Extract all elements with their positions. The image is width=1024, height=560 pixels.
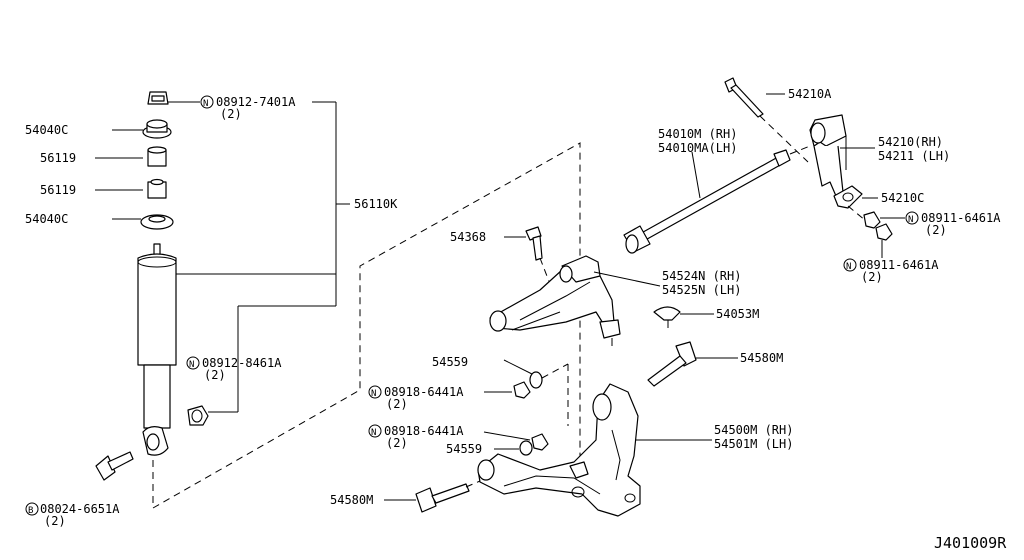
label-08024-6651A: 08024-6651A [40, 502, 120, 516]
diagram-id: J401009R [934, 534, 1007, 552]
svg-text:N: N [846, 262, 851, 272]
label-08918-6441A-bottom-qty: (2) [386, 436, 408, 450]
label-08912-7401A: 08912-7401A [216, 95, 296, 109]
svg-text:N: N [371, 428, 376, 438]
label-54524N: 54524N (RH) [662, 269, 741, 283]
bushing-56119-top [147, 146, 167, 167]
label-08918-6441A-top-qty: (2) [386, 397, 408, 411]
washer-54559-bottom [494, 440, 533, 456]
label-56110K: 56110K [354, 197, 398, 211]
bumper-54053M [653, 306, 714, 328]
nut-08912-7401A [147, 91, 169, 105]
label-08918-6441A-top: 08918-6441A [384, 385, 464, 399]
nut-08911-6461A-b [875, 223, 893, 258]
marker-b-08024-6651A: B [25, 502, 39, 516]
label-08911-6461A-a-qty: (2) [925, 223, 947, 237]
marker-n-08918-6441A-top: N [368, 385, 382, 399]
marker-n-08918-6441A-bottom: N [368, 424, 382, 438]
label-08912-7401A-qty: (2) [220, 107, 242, 121]
bolt-54580M-top [647, 341, 738, 387]
label-54210C: 54210C [881, 191, 924, 205]
bracket-54210 [809, 114, 875, 197]
label-54040C-top: 54040C [25, 123, 68, 137]
marker-n-08912-8461A: N [186, 356, 200, 370]
label-54580M-top: 54580M [740, 351, 783, 365]
label-54580M-bottom: 54580M [330, 493, 373, 507]
bolt-54210A [724, 77, 809, 163]
label-54053M: 54053M [716, 307, 759, 321]
leaders-shock [95, 101, 350, 413]
bushing-56119-bottom [147, 178, 167, 199]
label-54010M: 54010M (RH) [658, 127, 737, 141]
label-08911-6461A-b: 08911-6461A [859, 258, 939, 272]
label-54368: 54368 [450, 230, 486, 244]
svg-text:N: N [908, 215, 913, 225]
shock-absorber-56110K [137, 243, 177, 456]
bolt-54368 [504, 226, 551, 285]
label-08911-6461A-b-qty: (2) [861, 270, 883, 284]
label-08912-8461A: 08912-8461A [202, 356, 282, 370]
svg-text:N: N [371, 389, 376, 399]
label-54525N: 54525N (LH) [662, 283, 741, 297]
bolt-08024-6651A [95, 451, 134, 481]
washer-54210C [833, 185, 878, 227]
label-54500M: 54500M (RH) [714, 423, 793, 437]
marker-n-08912-7401A: N [200, 95, 214, 109]
bolt-54580M-bottom [384, 480, 481, 513]
label-08911-6461A-a: 08911-6461A [921, 211, 1001, 225]
marker-n-08911-6461A-b: N [843, 258, 857, 272]
lower-arm-54500M [477, 383, 712, 517]
tension-rod-54010M [623, 145, 811, 254]
washer-54040C-top [142, 119, 172, 139]
nut-08912-8461A [187, 405, 209, 426]
label-54040C-bottom: 54040C [25, 212, 68, 226]
washer-54559-top [503, 359, 569, 426]
svg-text:N: N [189, 360, 194, 370]
label-08918-6441A-bottom: 08918-6441A [384, 424, 464, 438]
dashed-frame [152, 142, 581, 509]
nut-08918-6441A-top [484, 381, 531, 399]
nut-08918-6441A-bottom [483, 431, 549, 451]
label-54211: 54211 (LH) [878, 149, 950, 163]
label-54210: 54210(RH) [878, 135, 943, 149]
svg-text:N: N [203, 99, 208, 109]
label-56119-bottom: 56119 [40, 183, 76, 197]
label-08912-8461A-qty: (2) [204, 368, 226, 382]
svg-text:B: B [28, 506, 33, 516]
marker-n-08911-6461A-a: N [905, 211, 919, 225]
label-54210A: 54210A [788, 87, 832, 101]
washer-54040C-bottom [140, 214, 174, 230]
nut-08911-6461A-a [863, 211, 905, 229]
label-54010MA: 54010MA(LH) [658, 141, 737, 155]
upper-arm-54524N [489, 255, 661, 346]
label-54559-top: 54559 [432, 355, 468, 369]
label-54559-bottom: 54559 [446, 442, 482, 456]
label-56119-top: 56119 [40, 151, 76, 165]
label-08024-6651A-qty: (2) [44, 514, 66, 528]
label-54501M: 54501M (LH) [714, 437, 793, 451]
